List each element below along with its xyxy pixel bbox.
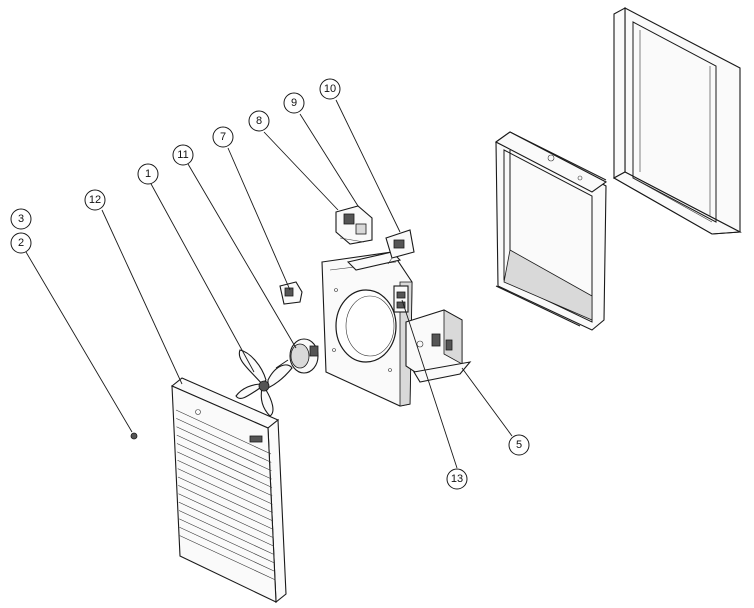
svg-text:13: 13 (451, 473, 463, 485)
component-10 (385, 229, 415, 265)
front-grille-12 (170, 377, 287, 604)
louver-slat (177, 451, 273, 497)
louver-slat (177, 468, 273, 513)
callout-8: 8 (248, 110, 270, 132)
svg-text:10: 10 (324, 83, 336, 95)
louver-slat (179, 526, 275, 572)
callout-11: 11 (172, 144, 194, 166)
louver-slat (177, 459, 273, 505)
svg-text:3: 3 (18, 213, 24, 225)
svg-text:12: 12 (89, 194, 101, 206)
louver-slat (179, 535, 275, 580)
callout-7: 7 (212, 126, 234, 148)
louver-slat (179, 518, 275, 564)
svg-text:7: 7 (220, 131, 226, 143)
svg-text:1: 1 (145, 168, 151, 180)
callout-3: 3 (10, 208, 32, 230)
svg-text:5: 5 (516, 439, 522, 451)
svg-text:9: 9 (291, 97, 297, 109)
louver-slat (175, 409, 272, 455)
blower-panel (321, 251, 413, 407)
leader-lines (25, 99, 513, 469)
callout-1: 1 (137, 163, 159, 185)
callout-5: 5 (508, 434, 530, 456)
louver-slat (176, 426, 272, 472)
louver-slat (176, 418, 272, 463)
svg-text:2: 2 (18, 237, 24, 249)
switch-13 (393, 285, 409, 313)
louver-slat (178, 493, 274, 539)
louver-slat (178, 501, 274, 547)
callout-9: 9 (283, 92, 305, 114)
louver-slat (177, 476, 274, 522)
component-7 (279, 281, 303, 305)
louver-slat (176, 443, 273, 488)
svg-text:11: 11 (177, 149, 188, 161)
callout-12: 12 (84, 189, 106, 211)
middle-housing (494, 131, 608, 331)
component-8-9 (335, 205, 373, 245)
control-box (405, 309, 472, 383)
callout-2: 2 (10, 232, 32, 254)
callout-10: 10 (319, 78, 341, 100)
screw-2-3 (130, 432, 138, 440)
louver-slat (178, 510, 275, 555)
louver-slat (178, 485, 274, 530)
svg-text:8: 8 (256, 115, 262, 127)
motor-11 (275, 338, 319, 374)
rear-housing (612, 7, 742, 235)
louver-slat (176, 434, 272, 480)
callout-13: 13 (446, 468, 468, 490)
